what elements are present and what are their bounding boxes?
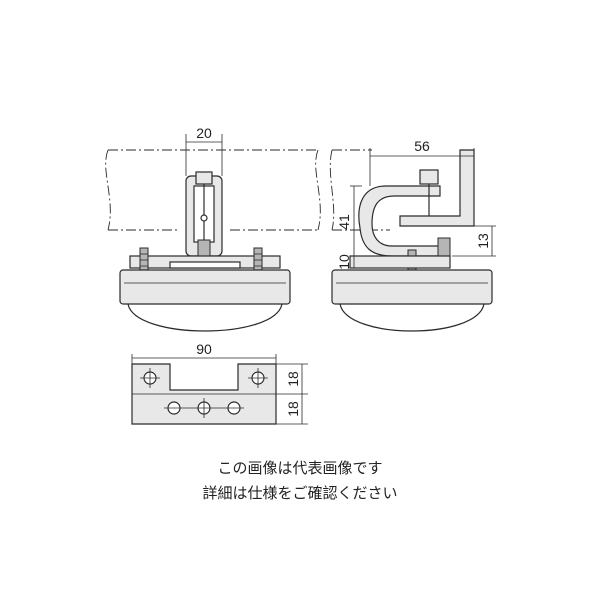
front-bolt-hole (200, 214, 208, 222)
side-dim-13: 13 (475, 233, 491, 249)
front-dim-20: 20 (196, 125, 212, 141)
front-screw-left (139, 247, 149, 273)
side-luminaire-cover (339, 303, 485, 332)
plan-slot-right (248, 368, 268, 388)
side-dim-56: 56 (414, 138, 430, 154)
side-view: 56 41 10 13 (329, 138, 496, 332)
plan-slot-left (140, 368, 160, 388)
front-nut (197, 239, 211, 257)
front-beam-outline (105, 149, 321, 231)
plan-view: 90 18 18 (131, 341, 308, 425)
caption-representative-image: この画像は代表画像です (217, 459, 383, 477)
plan-dim-18-bottom: 18 (285, 401, 301, 417)
front-bolt-head (195, 171, 213, 185)
front-luminaire-body (119, 269, 291, 305)
caption-check-specifications: 詳細は仕様をご確認ください (202, 484, 398, 502)
plan-dim-90: 90 (196, 341, 212, 357)
side-luminaire-body (331, 269, 493, 305)
side-dim-41: 41 (336, 214, 352, 230)
front-view: 20 (105, 125, 321, 332)
side-nut (437, 237, 451, 259)
side-bolt-head (419, 169, 439, 185)
side-dim-10: 10 (336, 254, 352, 270)
plan-dim-18-top: 18 (285, 371, 301, 387)
front-luminaire-cover (127, 303, 283, 332)
front-screw-right (253, 247, 263, 273)
